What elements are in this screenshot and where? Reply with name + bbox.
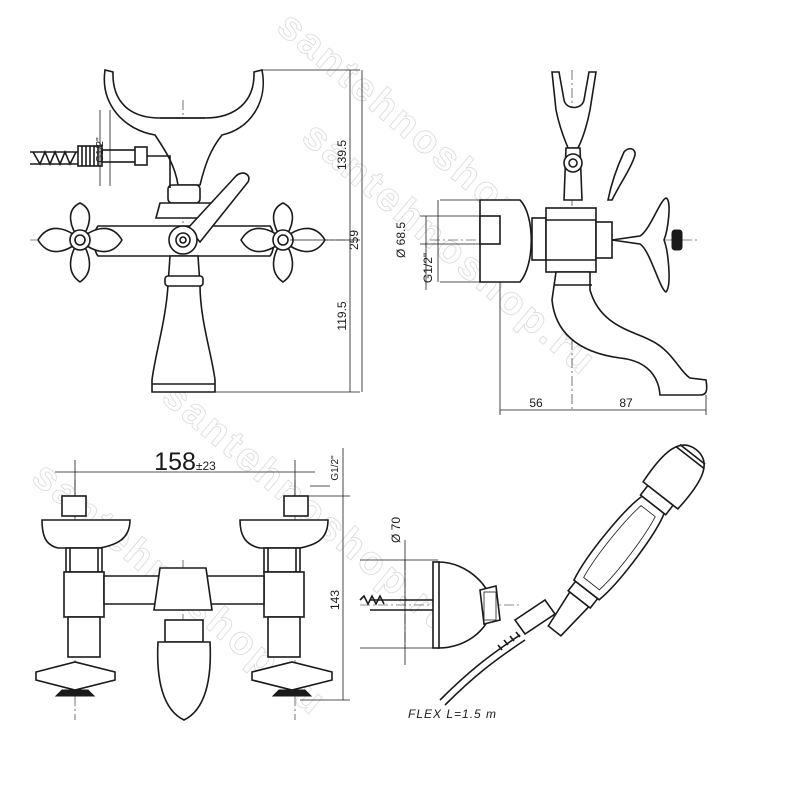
front-thread-label: G1/2": [95, 137, 106, 163]
side-cradle: [551, 71, 597, 149]
hose-note: FLEX L=1.5 m: [408, 707, 497, 721]
shower-cradle: [103, 69, 264, 186]
side-thread-label: G1/2": [421, 253, 435, 283]
diverter-lever: [186, 172, 250, 244]
top-spout: [156, 641, 212, 721]
side-spout: [551, 271, 708, 396]
top-dim-height: 143: [328, 590, 342, 610]
front-dim-upper: 139.5: [335, 140, 349, 170]
top-thread-label: G1/2": [330, 455, 341, 481]
left-cross-handle: [37, 202, 123, 283]
top-view: 158±23 G1/2" 143: [35, 448, 350, 721]
right-inlet: [283, 495, 309, 517]
top-dim-spacing: 158±23: [154, 448, 216, 476]
left-inlet: [61, 495, 87, 517]
side-dim-right: 87: [619, 396, 633, 410]
holder-view: Ø 70 FLEX L=1.5 m: [359, 443, 706, 721]
shower-handset: [547, 443, 706, 637]
side-dim-left: 56: [529, 396, 543, 410]
front-dim-lower: 119.5: [335, 301, 349, 330]
side-view: Ø 68.5 G1/2" 56 87: [394, 70, 708, 415]
flex-hose: [439, 634, 521, 701]
side-dim-diameter: Ø 68.5: [394, 222, 408, 258]
right-flange: [239, 519, 329, 549]
holder-dim-diameter: Ø 70: [389, 517, 403, 543]
front-dim-total: 259: [347, 230, 361, 250]
right-cross-handle: [240, 202, 326, 283]
watermark-layer: santehnoshop.ru santehnoshop.ru santehno…: [24, 3, 606, 725]
hose-outlet: [30, 145, 171, 188]
front-view: G1/2" 139.5 259 119.5: [30, 69, 363, 393]
